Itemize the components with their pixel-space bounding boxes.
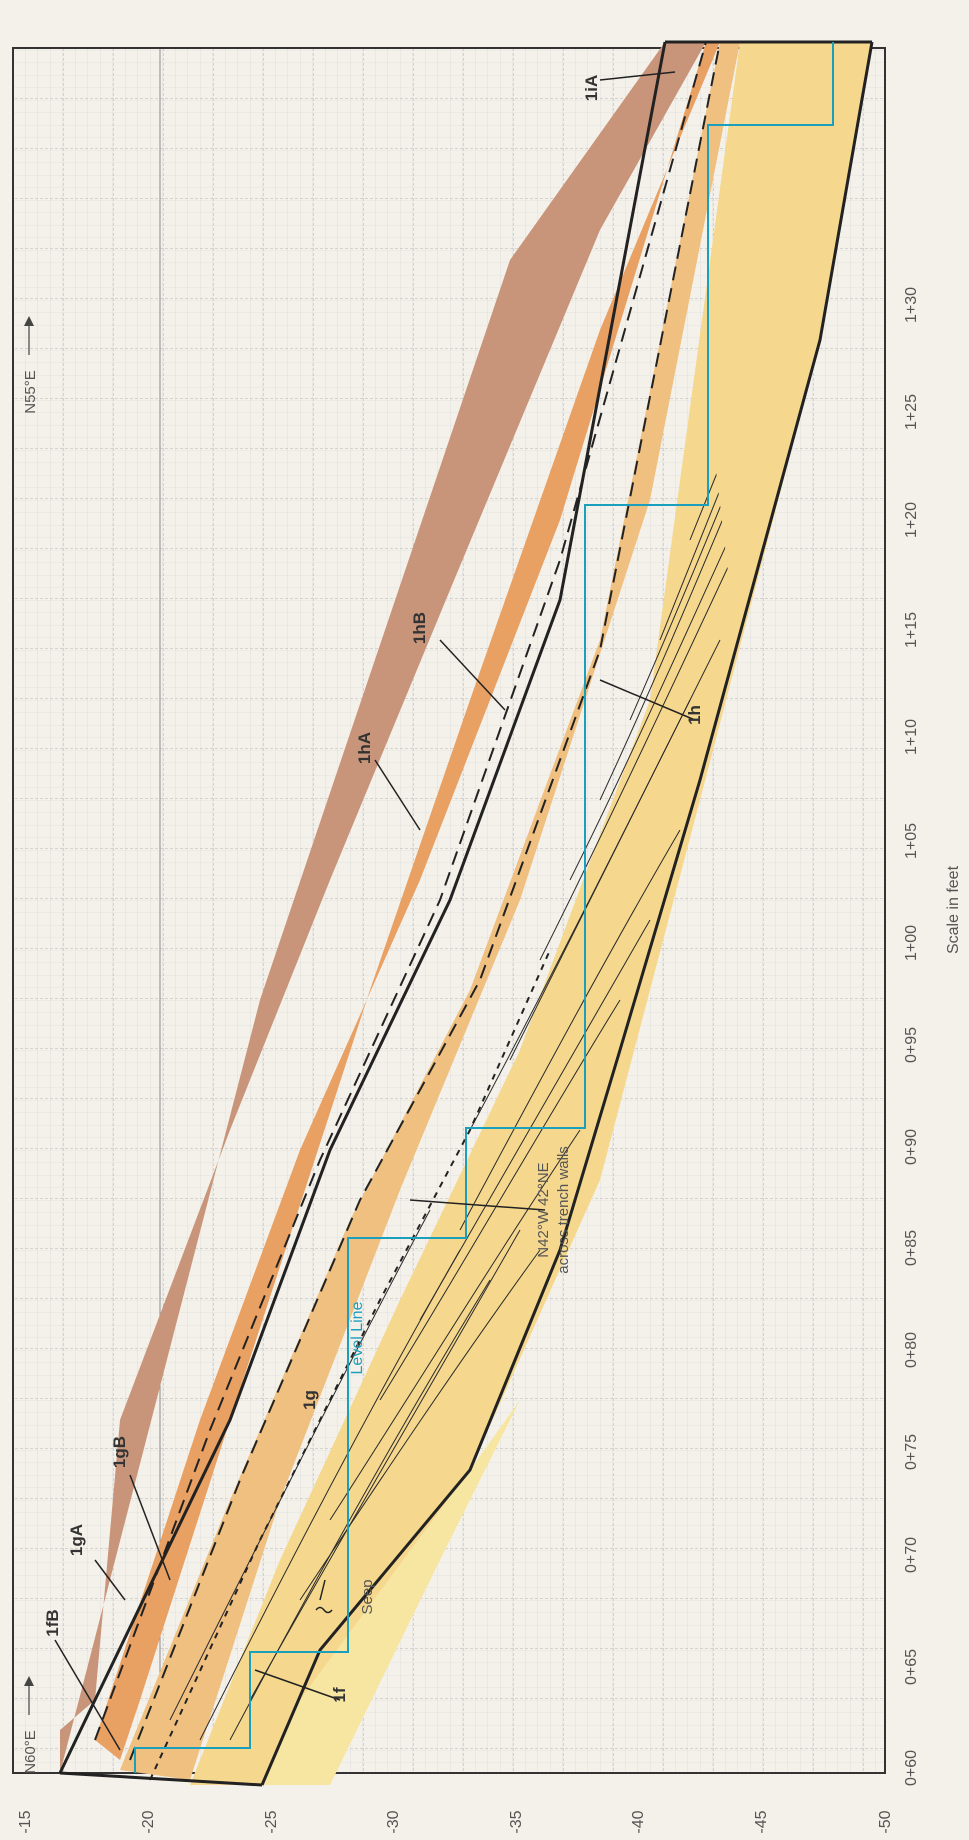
station-tick: 1+25 <box>903 394 920 430</box>
layer-yellow <box>190 42 872 1785</box>
bearing-left-label: N60°E <box>22 1730 39 1774</box>
contact-1f <box>149 949 551 1781</box>
station-tick: 0+85 <box>903 1230 920 1266</box>
seep-icon <box>315 1606 333 1614</box>
unit-1f: 1f <box>330 1687 349 1702</box>
trench-body <box>60 42 872 1785</box>
station-tick: 0+70 <box>903 1537 920 1573</box>
layer-orange <box>95 42 720 1760</box>
contact-1hB-1h <box>129 41 721 1761</box>
elevation-tick: -50 <box>877 1810 894 1833</box>
station-tick: 0+80 <box>903 1332 920 1368</box>
station-tick: 1+20 <box>903 502 920 538</box>
level-line <box>134 42 834 1773</box>
elevation-tick: -15 <box>17 1810 34 1833</box>
label-arrows <box>54 71 696 1751</box>
lower-boundary <box>260 41 874 1786</box>
elevation-tick: -35 <box>508 1810 525 1833</box>
unit-1hB: 1hB <box>410 612 429 644</box>
elevation-tick: -45 <box>753 1810 770 1833</box>
elevation-axis: -15 -20 -25 -30 -35 -40 -45 -50 <box>17 1810 894 1833</box>
bearing-left: N60°E <box>22 1676 39 1774</box>
elevation-tick: -30 <box>385 1810 402 1833</box>
station-tick: 0+75 <box>903 1434 920 1470</box>
fracture-label-line1: N42°W 42°NE <box>535 1162 552 1257</box>
unit-1g: 1g <box>300 1390 319 1410</box>
station-tick: 1+05 <box>903 823 920 859</box>
elevation-tick: -25 <box>263 1810 280 1833</box>
unit-1hA: 1hA <box>355 732 374 764</box>
scale-label: Scale in feet <box>945 865 962 954</box>
unit-labels: 1fB 1gA 1gB 1g 1f 1hA 1hB 1h 1iA <box>43 75 704 1703</box>
upper-boundary <box>58 41 667 1774</box>
station-tick: 0+65 <box>903 1649 920 1685</box>
station-tick: 1+10 <box>903 719 920 755</box>
layer-pale-yellow <box>262 1400 520 1785</box>
contact-1hA-1hB <box>94 41 707 1741</box>
arrow-up-icon <box>24 1676 34 1686</box>
arrow-up-icon <box>24 316 34 326</box>
unit-1fB: 1fB <box>43 1609 62 1636</box>
station-axis: 0+60 0+65 0+70 0+75 0+80 0+85 0+90 0+95 … <box>903 287 920 1786</box>
bearing-right-label: N55°E <box>22 370 39 414</box>
unit-1gB: 1gB <box>110 1436 129 1468</box>
plot-frame <box>12 47 886 1774</box>
unit-1gA: 1gA <box>67 1524 86 1556</box>
station-tick: 0+90 <box>903 1129 920 1165</box>
elevation-tick: -40 <box>630 1810 647 1833</box>
level-line-label: Level Line <box>349 1301 366 1374</box>
bearing-right: N55°E <box>22 316 39 414</box>
unit-1iA: 1iA <box>582 75 601 101</box>
unit-1h: 1h <box>685 705 704 725</box>
trench-outline <box>58 40 874 1787</box>
fracture-label-line2: across trench walls <box>555 1146 572 1274</box>
elevation-tick: -20 <box>140 1810 157 1833</box>
station-tick: 1+15 <box>903 612 920 648</box>
station-tick: 0+95 <box>903 1027 920 1063</box>
contact-lines <box>94 41 721 1781</box>
station-tick: 1+30 <box>903 287 920 323</box>
station-tick: 1+00 <box>903 925 920 961</box>
seep-label: Seep <box>359 1579 376 1614</box>
station-tick: 0+60 <box>903 1750 920 1786</box>
